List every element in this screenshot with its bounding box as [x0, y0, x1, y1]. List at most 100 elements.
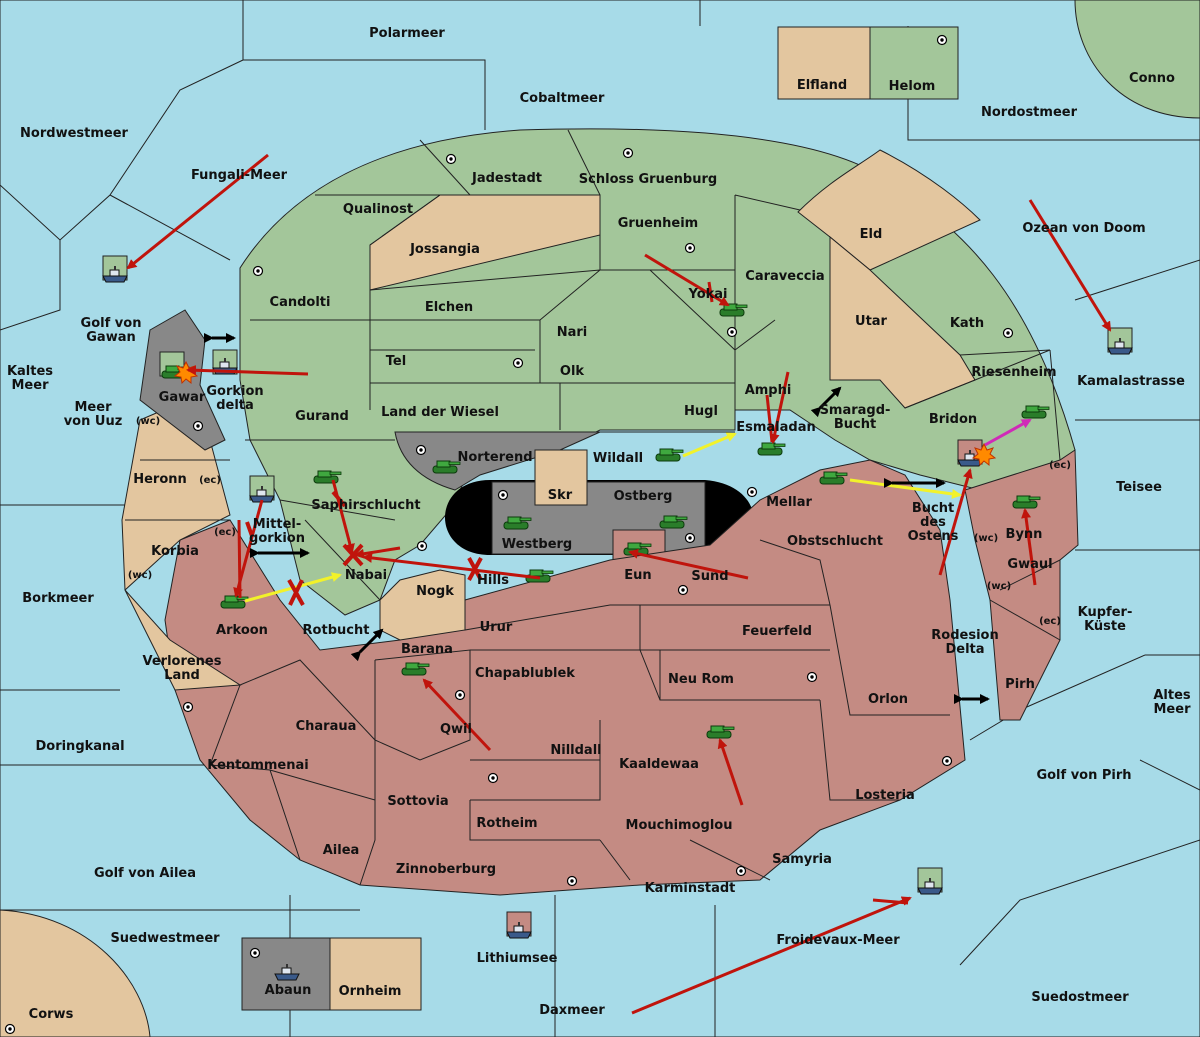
label-lithiumsee: Lithiumsee — [477, 951, 558, 966]
province-conno[interactable] — [1074, 0, 1200, 119]
label-nogk: Nogk — [416, 584, 454, 599]
coast-tag: (wc) — [136, 416, 160, 427]
label-gruenheim: Gruenheim — [618, 216, 698, 231]
supply-center-icon — [684, 532, 696, 544]
supply-center-icon — [415, 444, 427, 456]
province-elfland[interactable] — [777, 26, 871, 100]
label-sottovia: Sottovia — [387, 794, 448, 809]
label-conno: Conno — [1129, 71, 1175, 86]
label-kupfer-kueste: Kupfer-Küste — [1078, 605, 1133, 634]
label-hugl: Hugl — [684, 404, 718, 419]
supply-center-icon — [735, 865, 747, 877]
province-skr[interactable] — [534, 449, 588, 506]
tank-icon[interactable] — [432, 460, 461, 474]
label-westberg: Westberg — [502, 537, 572, 552]
label-nabai: Nabai — [345, 568, 387, 583]
label-heronn: Heronn — [133, 472, 187, 487]
label-norterend: Norterend — [457, 450, 532, 465]
tank-icon[interactable] — [503, 516, 532, 530]
label-arkoon: Arkoon — [216, 623, 268, 638]
label-saphirschlucht: Saphirschlucht — [311, 498, 420, 513]
label-qwil: Qwil — [440, 722, 472, 737]
province-labels: Polarmeer Cobaltmeer Elfland Helom Conno… — [7, 26, 1191, 1022]
label-ornheim: Ornheim — [339, 984, 402, 999]
tank-icon[interactable] — [401, 662, 430, 676]
label-orlon: Orlon — [868, 692, 908, 707]
label-ozean-von-doom: Ozean von Doom — [1022, 221, 1145, 236]
label-candolti: Candolti — [270, 295, 331, 310]
convoy-arrows — [204, 333, 990, 704]
supply-center-icon — [684, 242, 696, 254]
supply-center-icon — [941, 755, 953, 767]
province-corws[interactable] — [0, 909, 151, 1037]
supply-center-icons — [4, 34, 1014, 1035]
label-rotbucht: Rotbucht — [303, 623, 370, 638]
label-mouchimoglou: Mouchimoglou — [626, 818, 733, 833]
retreat-order — [984, 418, 1032, 447]
coast-tag: (ec) — [1039, 616, 1061, 627]
supply-center-icon — [746, 486, 758, 498]
label-zinnoberburg: Zinnoberburg — [396, 862, 496, 877]
label-elfland: Elfland — [797, 78, 847, 93]
label-suedostmeer: Suedostmeer — [1031, 990, 1129, 1005]
label-kath: Kath — [950, 316, 984, 331]
tank-icon[interactable] — [757, 442, 786, 456]
label-samyria: Samyria — [772, 852, 832, 867]
tank-icon[interactable] — [706, 725, 735, 739]
move-orders — [126, 153, 1112, 1015]
label-kentommenai: Kentommenai — [207, 758, 308, 773]
label-rotheim: Rotheim — [476, 816, 537, 831]
label-land-der-wiesel: Land der Wiesel — [381, 405, 499, 420]
tank-icon[interactable] — [1021, 405, 1050, 419]
label-wildall: Wildall — [593, 451, 643, 466]
supply-center-icon — [677, 584, 689, 596]
coast-tag: (wc) — [128, 570, 152, 581]
label-qualinost: Qualinost — [343, 202, 413, 217]
province-borders — [125, 129, 1061, 886]
tank-icon[interactable] — [659, 515, 688, 529]
tank-icon[interactable] — [819, 471, 848, 485]
coast-tag: (ec) — [199, 475, 221, 486]
tank-icon[interactable] — [1012, 495, 1041, 509]
label-hills: Hills — [477, 573, 509, 588]
supply-center-icon — [487, 772, 499, 784]
label-golf-von-pirh: Golf von Pirh — [1036, 768, 1131, 783]
label-doringkanal: Doringkanal — [35, 739, 124, 754]
supply-center-icon — [454, 689, 466, 701]
failed-order-x-icon — [245, 490, 483, 606]
label-ailea: Ailea — [323, 843, 360, 858]
tank-icon[interactable] — [719, 303, 748, 317]
supply-center-icon — [252, 265, 264, 277]
label-borkmeer: Borkmeer — [22, 591, 94, 606]
label-bynn: Bynn — [1006, 527, 1043, 542]
label-nari: Nari — [557, 325, 588, 340]
supply-center-icon — [566, 875, 578, 887]
label-cobaltmeer: Cobaltmeer — [520, 91, 605, 106]
tank-icon[interactable] — [313, 470, 342, 484]
province-norterend[interactable] — [394, 431, 601, 491]
province-ornheim[interactable] — [329, 937, 422, 1011]
label-teisee: Teisee — [1116, 480, 1162, 495]
coast-tag: (wc) — [974, 533, 998, 544]
province-eld[interactable] — [797, 149, 981, 271]
label-chapablublek: Chapablublek — [475, 666, 575, 681]
label-pirh: Pirh — [1005, 677, 1035, 692]
supply-center-icon — [726, 326, 738, 338]
label-polarmeer: Polarmeer — [369, 26, 445, 41]
label-obstschlucht: Obstschlucht — [787, 534, 883, 549]
label-sund: Sund — [691, 569, 728, 584]
label-jadestadt: Jadestadt — [471, 171, 542, 186]
supply-center-icon — [512, 357, 524, 369]
label-nordwestmeer: Nordwestmeer — [20, 126, 128, 141]
label-ostberg: Ostberg — [614, 489, 673, 504]
tank-icon[interactable] — [220, 595, 249, 609]
supply-center-icon — [249, 947, 261, 959]
tank-icon[interactable] — [655, 448, 684, 462]
